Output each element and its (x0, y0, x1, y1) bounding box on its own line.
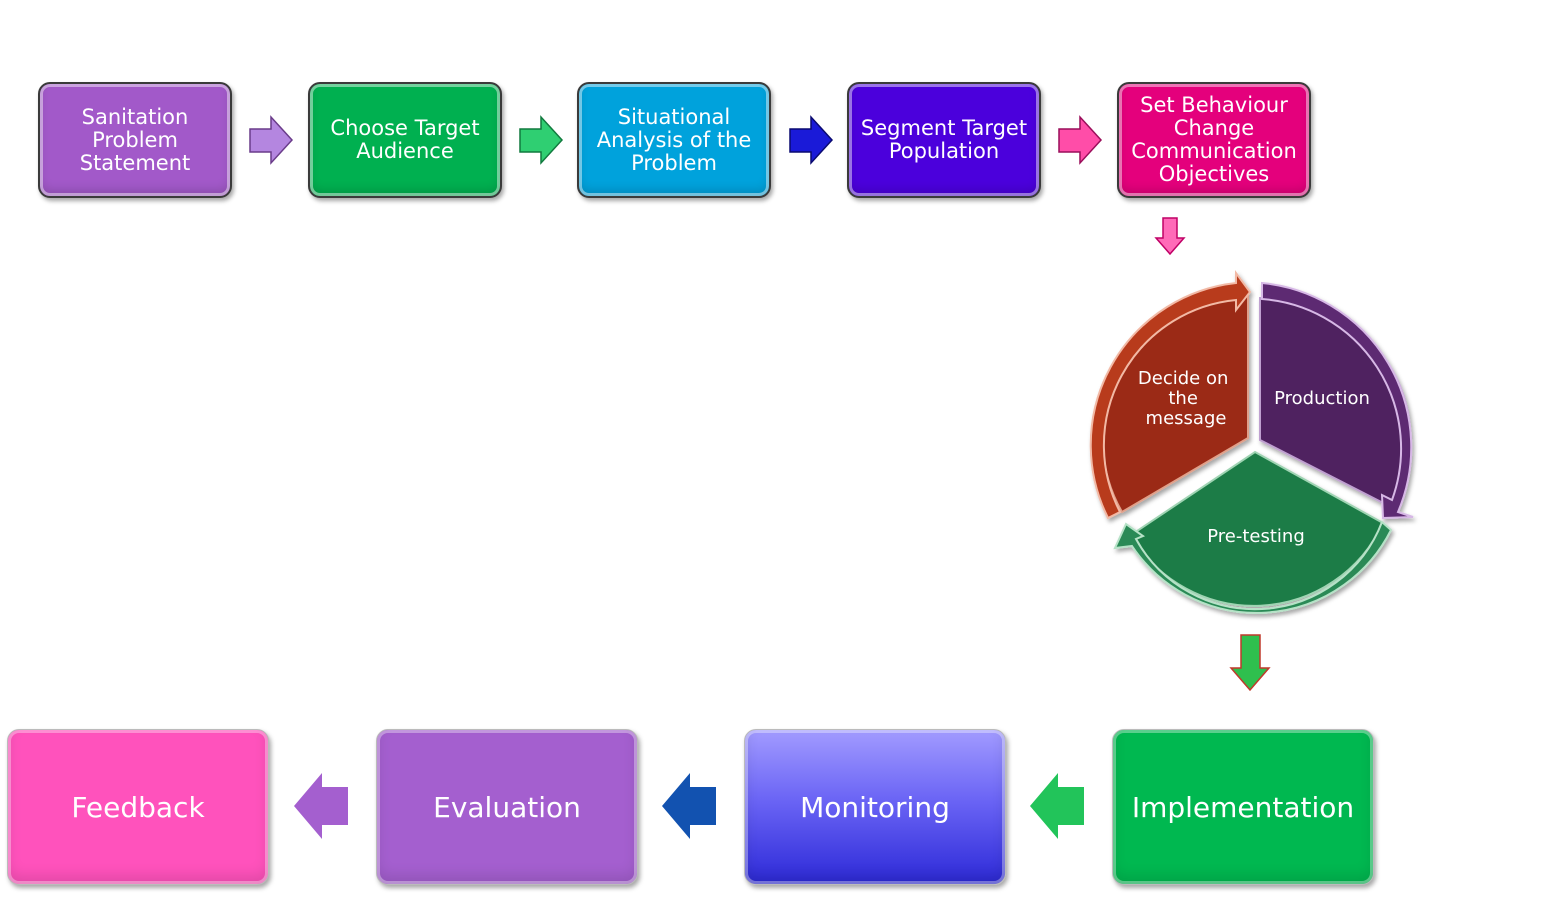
step-label: Sanitation Problem Statement (79, 104, 191, 175)
arrow-left-icon (294, 773, 348, 839)
cycle-arrow-red (1089, 269, 1252, 520)
cycle-label-production: Production (1274, 388, 1370, 409)
cycle-arrow-purple (1261, 281, 1414, 520)
step-sanitation-problem-statement: Sanitation Problem Statement (38, 82, 232, 198)
step-monitoring: Monitoring (744, 729, 1006, 885)
arrow-left-icon (662, 773, 716, 839)
cycle-label-line: the (1168, 388, 1198, 409)
cycle-diagram (1089, 269, 1414, 614)
step-situational-analysis: Situational Analysis of the Problem (577, 82, 771, 198)
arrow-left-icon (1030, 773, 1084, 839)
arrow-right-icon (1058, 115, 1103, 165)
cycle-label-line: message (1146, 408, 1227, 429)
step-label: Monitoring (800, 790, 950, 824)
step-set-bcc-objectives: Set Behaviour Change Communication Objec… (1117, 82, 1311, 198)
cycle-label-pre-testing: Pre-testing (1207, 526, 1305, 547)
step-implementation: Implementation (1112, 729, 1374, 885)
arrow-right-icon (789, 115, 834, 165)
step-choose-target-audience: Choose Target Audience (308, 82, 502, 198)
cycle-label-decide: Decide on the message (1138, 368, 1234, 429)
arrow-right-icon (249, 115, 294, 165)
step-feedback: Feedback (7, 729, 269, 885)
step-label: Evaluation (433, 790, 581, 824)
step-label: Set Behaviour Change Communication Objec… (1131, 93, 1297, 186)
step-label: Segment Target Population (860, 116, 1028, 163)
cycle-label-line: Production (1274, 388, 1370, 409)
arrow-down-icon (1154, 217, 1186, 256)
arrow-down-icon (1229, 634, 1271, 692)
step-label: Situational Analysis of the Problem (596, 104, 752, 175)
cycle-arrow-green (1113, 520, 1393, 614)
step-segment-target-population: Segment Target Population (847, 82, 1041, 198)
cycle-label-line: Decide on (1138, 368, 1228, 389)
step-evaluation: Evaluation (376, 729, 638, 885)
arrow-right-icon (519, 115, 564, 165)
step-label: Implementation (1131, 790, 1355, 824)
step-label: Feedback (71, 790, 205, 824)
step-label: Choose Target Audience (330, 116, 480, 163)
cycle-label-line: Pre-testing (1207, 526, 1305, 547)
